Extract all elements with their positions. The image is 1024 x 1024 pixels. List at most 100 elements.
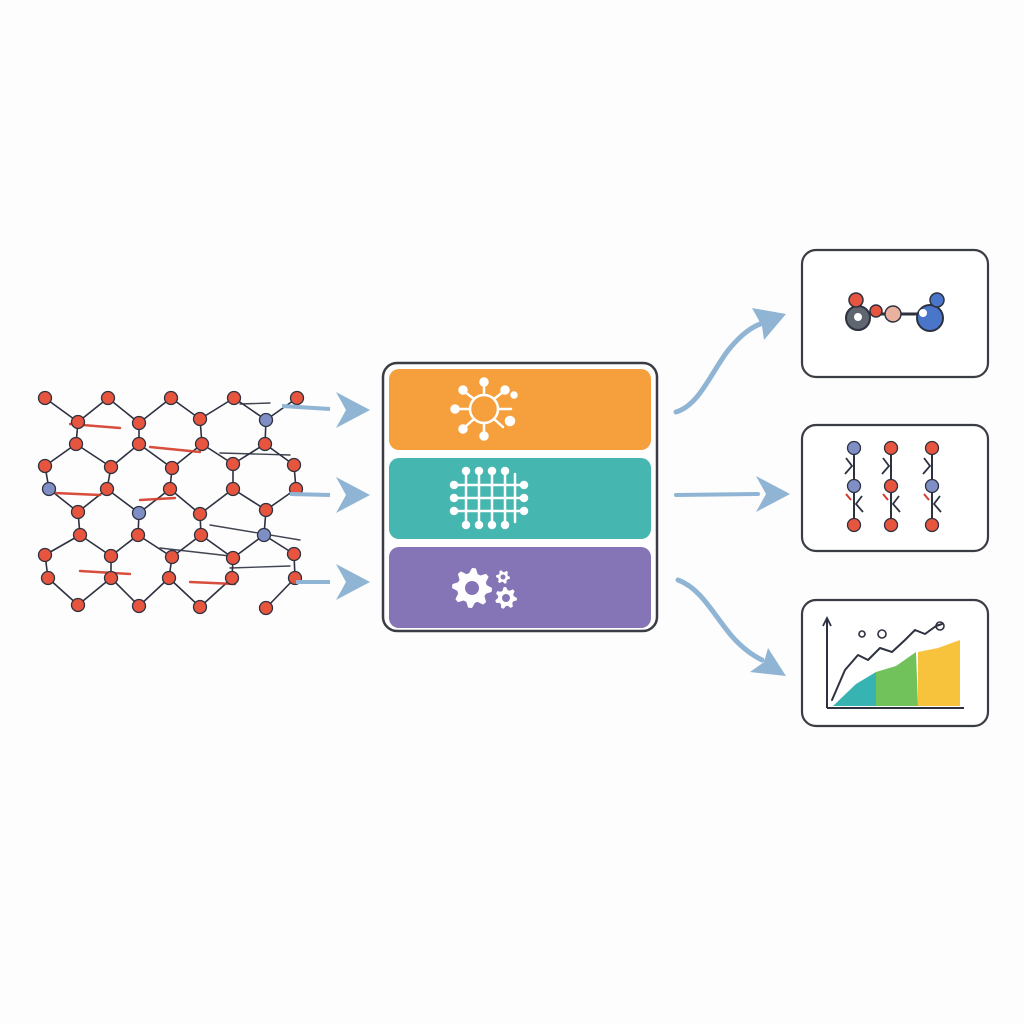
lattice-atom bbox=[100, 390, 116, 406]
chain-branch bbox=[844, 457, 854, 475]
lattice-atom bbox=[37, 547, 53, 563]
lattice-atom bbox=[256, 527, 272, 543]
chain-node bbox=[846, 440, 862, 456]
chain-branch-red bbox=[845, 493, 852, 501]
lattice-streak bbox=[53, 491, 102, 497]
gears-icon bbox=[452, 568, 517, 609]
lattice-atom bbox=[164, 549, 180, 565]
chart-area-yellow bbox=[918, 640, 960, 706]
lattice-atom bbox=[99, 481, 115, 497]
lattice-streak bbox=[209, 524, 301, 541]
lattice-atom bbox=[103, 570, 119, 586]
lattice-atom bbox=[258, 502, 274, 518]
chain-branch bbox=[881, 457, 891, 475]
output-arrow-bottom bbox=[675, 577, 765, 663]
output-arrowhead-top bbox=[752, 308, 786, 340]
lattice-streak bbox=[159, 547, 231, 557]
lattice-atom bbox=[130, 527, 146, 543]
lattice-atom bbox=[162, 481, 178, 497]
input-arrow-middle bbox=[289, 492, 331, 497]
lattice-atom bbox=[226, 390, 242, 406]
lattice-atom bbox=[103, 459, 119, 475]
lattice-atom bbox=[192, 411, 208, 427]
lattice-atom bbox=[192, 599, 208, 615]
lattice-atom bbox=[163, 390, 179, 406]
processing-stack bbox=[381, 361, 659, 633]
lattice-atom bbox=[192, 506, 208, 522]
lattice-atom bbox=[131, 598, 147, 614]
gear-hole bbox=[502, 594, 510, 602]
lattice-streak bbox=[239, 402, 271, 405]
lattice-atom bbox=[193, 527, 209, 543]
output-arrowhead-middle bbox=[756, 476, 790, 512]
purple-block bbox=[389, 547, 651, 628]
gear-small-icon bbox=[495, 587, 517, 609]
output-arrow-middle bbox=[674, 492, 760, 497]
output-arrowhead-bottom bbox=[750, 648, 786, 676]
input-arrowhead-middle bbox=[336, 477, 370, 513]
lattice-atom bbox=[68, 436, 84, 452]
molecule-icon bbox=[845, 292, 945, 332]
lattice-atom bbox=[225, 481, 241, 497]
gear-hole bbox=[500, 574, 506, 580]
lattice-streak bbox=[148, 445, 202, 454]
lattice-atom bbox=[37, 390, 53, 406]
lattice-streak bbox=[229, 565, 291, 569]
lattice-atom bbox=[224, 570, 240, 586]
chart-y-axis-arrow bbox=[822, 615, 832, 627]
lattice-atom bbox=[225, 550, 241, 566]
lattice-atom bbox=[103, 548, 119, 564]
chain-branch-red bbox=[882, 493, 889, 501]
lattice-atom bbox=[70, 597, 86, 613]
chain-node bbox=[924, 517, 940, 533]
orange-block bbox=[389, 369, 651, 450]
chain-node bbox=[924, 440, 940, 456]
chain-branch bbox=[922, 457, 932, 475]
graph-nodes bbox=[37, 390, 305, 616]
grid-lattice-icon bbox=[449, 466, 529, 530]
input-arrows bbox=[281, 392, 370, 600]
lattice-streak bbox=[78, 569, 132, 576]
chain-branch-red bbox=[923, 493, 930, 501]
lattice-atom bbox=[131, 436, 147, 452]
output-arrows bbox=[673, 308, 790, 676]
lattice-atom bbox=[257, 436, 273, 452]
chain-branch bbox=[891, 495, 901, 513]
chain-node bbox=[883, 440, 899, 456]
chain-node bbox=[883, 478, 899, 494]
lattice-atom bbox=[286, 457, 302, 473]
chain-branch bbox=[932, 495, 942, 513]
lattice-atom bbox=[72, 527, 88, 543]
molecule-atom-right bbox=[916, 304, 944, 332]
output-arrow-top bbox=[673, 319, 769, 415]
lattice-atom bbox=[258, 412, 274, 428]
chain-node bbox=[846, 478, 862, 494]
input-arrowhead-bottom bbox=[336, 564, 370, 600]
chart-area-teal bbox=[833, 672, 876, 706]
lattice-atom bbox=[70, 504, 86, 520]
input-arrow-top bbox=[281, 404, 331, 411]
graph-streaks bbox=[53, 402, 301, 586]
lattice-streak bbox=[138, 496, 177, 502]
lattice-atom bbox=[37, 458, 53, 474]
output-panels bbox=[800, 248, 990, 728]
gear-large-icon bbox=[452, 568, 492, 608]
chain-node bbox=[846, 517, 862, 533]
chain-branch bbox=[854, 495, 864, 513]
lattice-atom bbox=[194, 436, 210, 452]
lattice-atom bbox=[40, 570, 56, 586]
lattice-atom bbox=[41, 481, 57, 497]
lattice-atom bbox=[131, 415, 147, 431]
lattice-atom bbox=[225, 456, 241, 472]
chart-area-green bbox=[876, 652, 918, 706]
lattice-atom bbox=[289, 390, 305, 406]
node-chains-icon bbox=[844, 440, 942, 533]
lattice-atom bbox=[286, 546, 302, 562]
network-hub-icon bbox=[450, 377, 518, 441]
molecular-graph-lattice bbox=[37, 390, 305, 616]
area-chart-icon bbox=[822, 615, 964, 709]
lattice-atom bbox=[258, 600, 274, 616]
lattice-streak bbox=[219, 452, 291, 456]
gear-tiny-icon bbox=[496, 570, 510, 584]
